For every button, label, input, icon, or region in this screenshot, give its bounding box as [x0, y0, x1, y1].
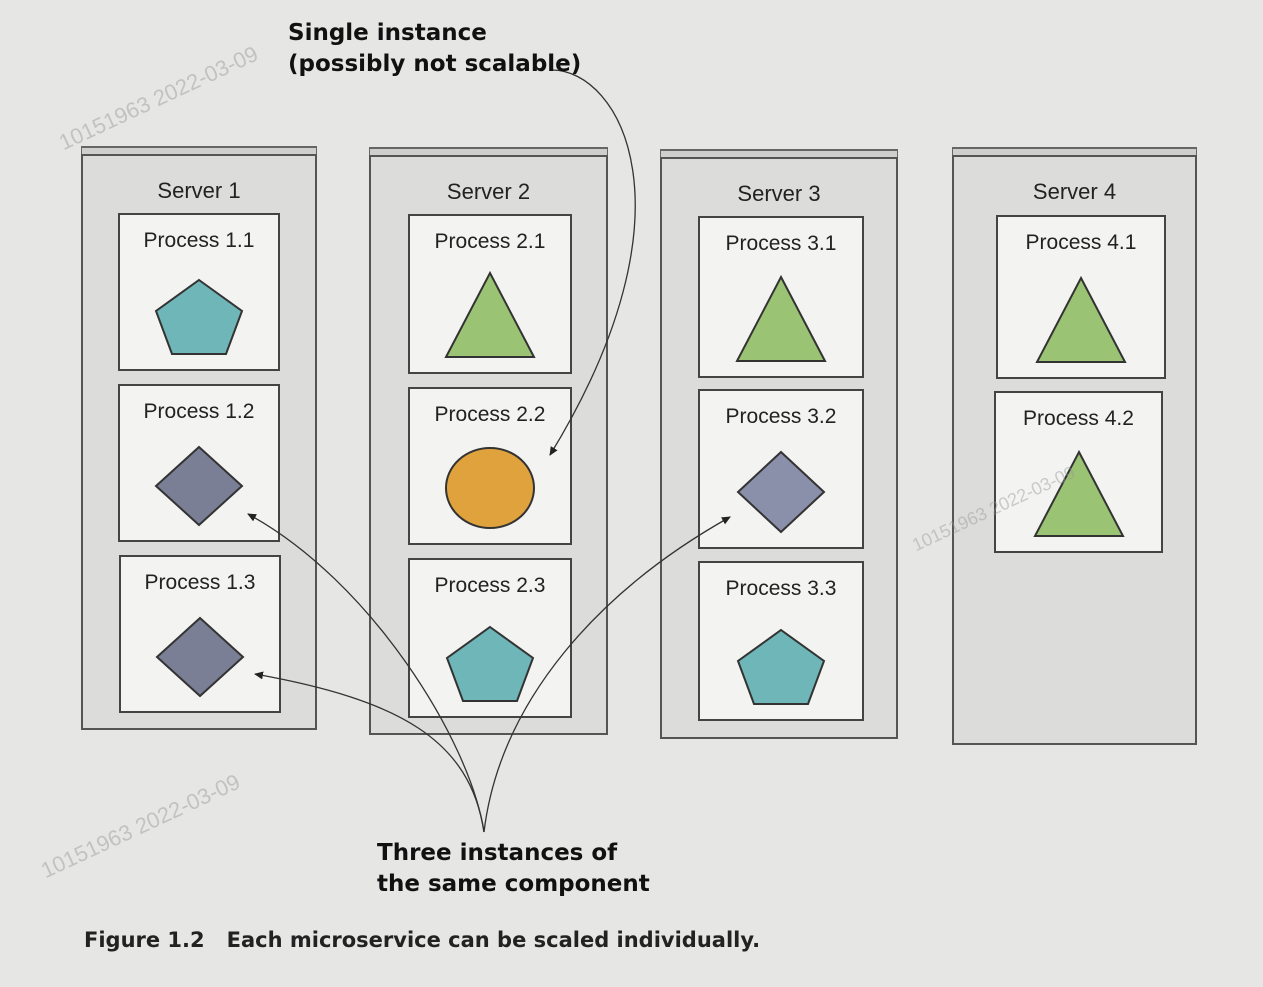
server-title: Server 3	[737, 181, 821, 206]
process-1-2: Process 1.2	[118, 384, 280, 542]
diamond-shape	[155, 616, 245, 698]
server-1: Server 1 Process 1.1 Process 1.2 Process…	[81, 154, 317, 730]
process-label: Process 2.2	[434, 403, 546, 426]
watermark: 10151963 2022-03-09	[55, 40, 262, 156]
process-3-1: Process 3.1	[698, 216, 864, 378]
diamond-shape	[154, 445, 244, 527]
process-2-3: Process 2.3	[408, 558, 572, 718]
process-label: Process 2.3	[434, 574, 546, 597]
figure-caption-text: Each microservice can be scaled individu…	[226, 928, 761, 952]
callout-line: (possibly not scalable)	[288, 51, 582, 77]
pentagon-shape	[154, 278, 244, 355]
single-instance-callout: Single instance (possibly not scalable)	[288, 18, 581, 80]
process-label: Process 1.2	[143, 400, 255, 423]
process-label: Process 1.1	[143, 229, 255, 252]
process-label: Process 3.2	[725, 405, 837, 428]
process-label: Process 3.1	[725, 232, 837, 255]
callout-line: Three instances of	[377, 840, 618, 866]
figure-caption: Figure 1.2 Each microservice can be scale…	[84, 928, 760, 952]
process-1-1: Process 1.1	[118, 213, 280, 371]
triangle-shape	[1035, 275, 1127, 363]
server-title: Server 2	[446, 179, 531, 204]
process-3-3: Process 3.3	[698, 561, 864, 721]
diamond-shape	[736, 450, 826, 534]
callout-line: Single instance	[288, 20, 487, 46]
triangle-shape	[735, 274, 827, 362]
server-3: Server 3 Process 3.1 Process 3.2 Process…	[660, 157, 898, 739]
process-3-2: Process 3.2	[698, 389, 864, 549]
process-4-2: Process 4.2	[994, 391, 1163, 553]
three-instances-callout: Three instances of the same component	[377, 838, 650, 900]
server-title: Server 1	[157, 178, 241, 203]
triangle-shape	[1032, 449, 1125, 537]
pentagon-shape	[445, 625, 535, 702]
process-label: Process 1.3	[144, 571, 256, 594]
process-label: Process 2.1	[434, 230, 546, 253]
process-2-1: Process 2.1	[408, 214, 572, 374]
circle-shape	[445, 447, 535, 529]
process-1-3: Process 1.3	[119, 555, 281, 713]
watermark: 10151963 2022-03-09	[37, 768, 244, 884]
pentagon-shape	[736, 628, 826, 705]
server-title: Server 4	[1032, 179, 1117, 204]
server-2: Server 2 Process 2.1 Process 2.2 Process…	[369, 155, 608, 735]
process-4-1: Process 4.1	[996, 215, 1166, 379]
server-4: Server 4 Process 4.1 Process 4.2	[952, 155, 1197, 745]
callout-line: the same component	[377, 871, 650, 897]
process-2-2: Process 2.2	[408, 387, 572, 545]
figure-number: Figure 1.2	[84, 928, 205, 952]
process-label: Process 3.3	[725, 577, 837, 600]
process-label: Process 4.2	[1023, 407, 1134, 430]
triangle-shape	[444, 270, 536, 358]
process-label: Process 4.1	[1025, 231, 1137, 254]
